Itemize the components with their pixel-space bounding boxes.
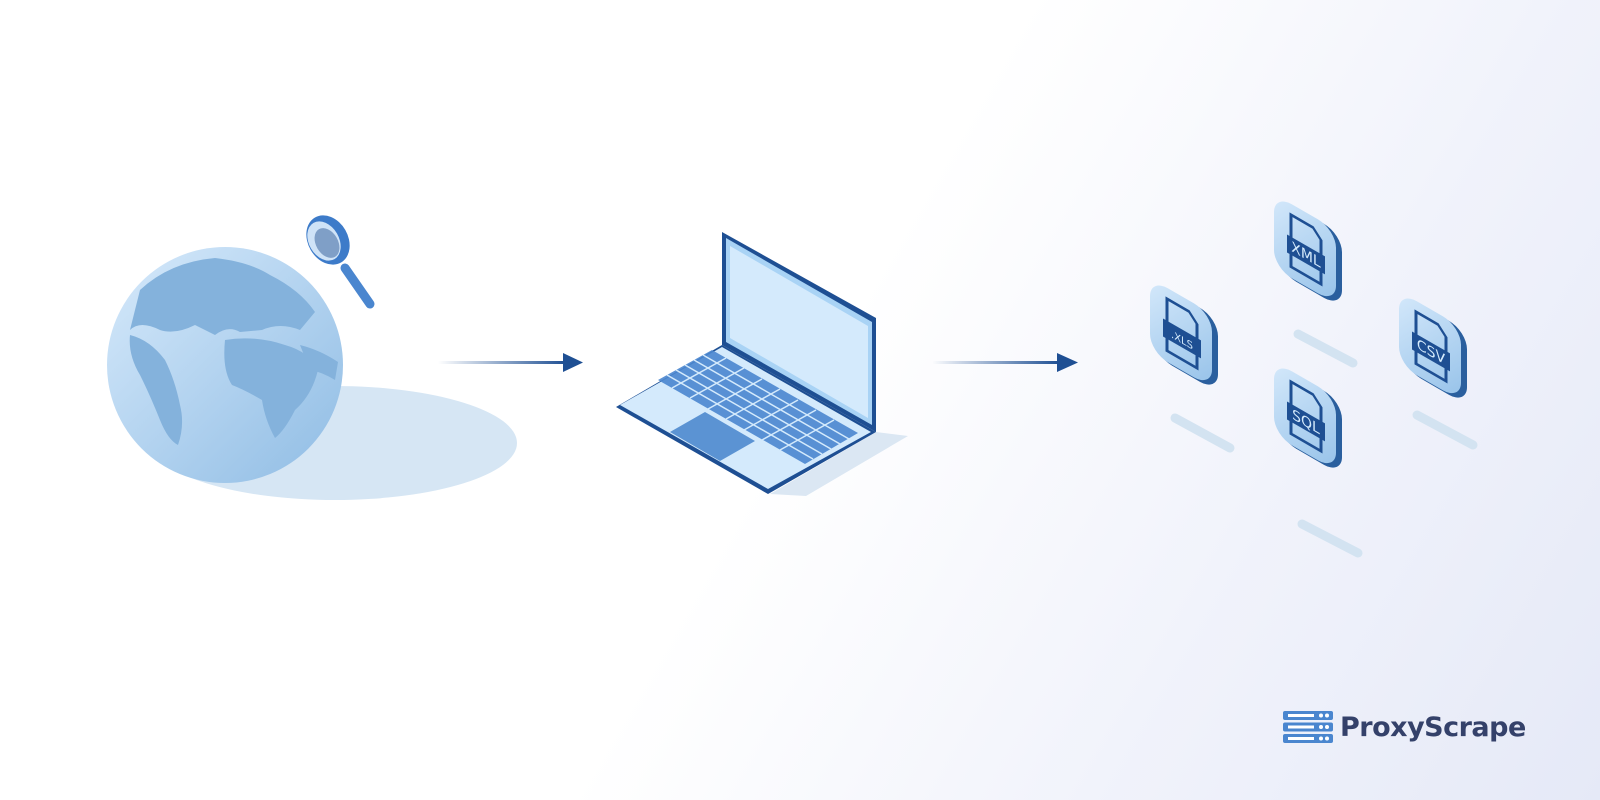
xls-file-icon: .XLS [1150, 285, 1218, 385]
laptop-icon [616, 232, 908, 496]
server-stack-icon [1283, 711, 1333, 743]
xml-file-icon: XML [1274, 201, 1342, 301]
csv-file-icon: CSV [1399, 298, 1467, 398]
magnifier-icon [306, 215, 375, 309]
brand-name: ProxyScrape [1340, 711, 1526, 743]
globe-with-magnifier-icon [107, 215, 517, 500]
arrow-icon [438, 353, 583, 372]
sql-file-icon: SQL [1274, 368, 1342, 468]
tile-shadows [1170, 329, 1478, 558]
touchpad [670, 412, 755, 461]
brand-logo: ProxyScrape [1283, 711, 1526, 743]
arrow-icon [932, 353, 1078, 372]
